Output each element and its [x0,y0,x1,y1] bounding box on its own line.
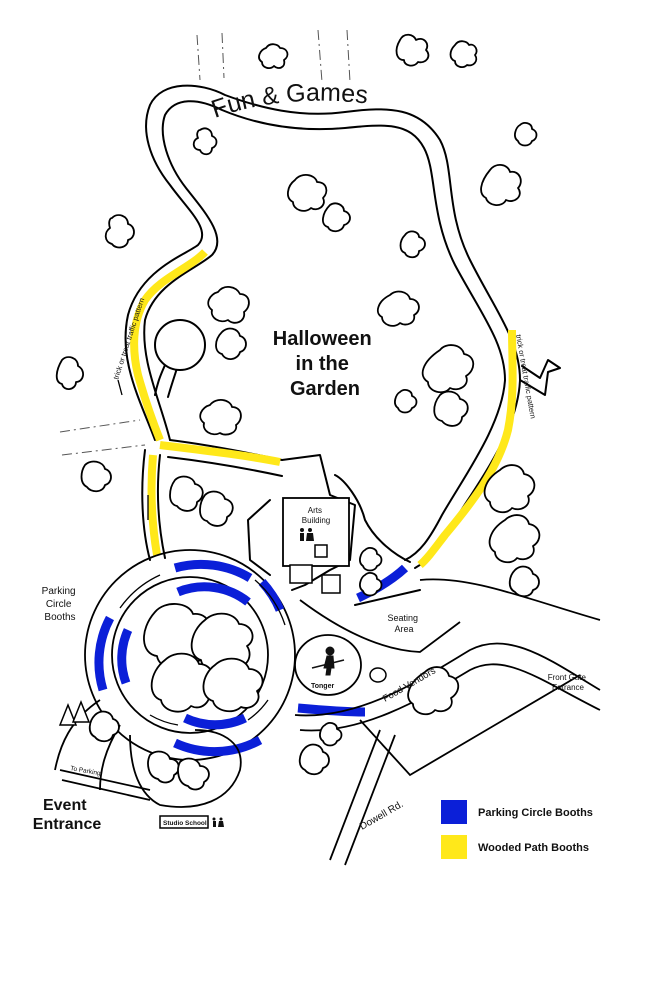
tree-icon [104,214,135,249]
tree-icon [319,722,343,747]
tree-icon [376,290,420,327]
wooded-booth [147,454,161,556]
tree-icon [508,565,540,598]
wooded-booth [130,249,208,442]
tree-icon [359,572,383,597]
circle-booth [173,736,263,757]
tree-icon [359,547,383,572]
tree-icon [483,464,536,514]
tree-icon [449,40,478,68]
tree-icon [88,710,120,743]
tree-icon [395,33,430,67]
legend-label-parking: Parking Circle Booths [478,807,593,819]
event-title: Halloween in the Garden [273,328,377,400]
tree-icon [287,174,328,212]
tree-icon [199,399,242,436]
tree-icon [192,127,218,156]
circle-booth [183,713,247,730]
dowell-rd-label: Dowell Rd. [358,799,405,833]
event-entrance-label: Event Entrance [33,797,102,833]
tree-icon [147,750,180,784]
circle-booth [356,564,409,603]
tree-icon [202,657,264,713]
wooded-path-booths [130,249,517,569]
wooded-booth [417,329,517,569]
tree-icon [322,202,351,233]
arts-building-label: Arts Building [302,506,330,525]
property-lines [59,29,351,456]
arts-building-area [247,454,421,606]
tree-icon [399,230,426,259]
studio-school-building [159,815,209,829]
legend-label-wooded: Wooded Path Booths [478,842,589,854]
tonger-label: Tonger [311,683,334,690]
tree-icon [207,286,250,324]
tree-icon [514,122,538,147]
circle-booth [258,578,285,612]
traffic-arrows [117,379,286,726]
restroom-icon [212,817,224,827]
tree-icon [421,344,475,394]
pond [154,319,206,371]
tree-icon [80,460,112,493]
front-gate-label: Front Gate Entrance [548,673,588,692]
tree-icon [199,490,234,527]
tree-icon [215,327,247,360]
tree-icon [258,43,289,69]
circle-booth [176,582,251,606]
tree-icon [407,666,460,716]
legend-swatch-wooded [441,835,467,859]
studio-school-label: Studio School [163,820,207,827]
tree-icon [488,514,541,564]
tree-icon [394,389,418,414]
legend: Parking Circle Booths Wooded Path Booths [441,800,593,859]
tree-icon [433,390,469,427]
tree-icon [190,612,254,673]
tree-icon [150,652,214,713]
circle-booth [94,615,115,692]
pine-tree-icon [58,699,91,726]
parking-circle-label: Parking Circle Booths [42,586,79,623]
circle-booth [297,703,366,717]
traffic-pattern-label-right: trick or treat traffic pattern [514,334,538,420]
tree-icon [298,743,330,776]
parking-circle-booths [94,559,409,757]
seating-area-label: Seating Area [387,613,420,634]
wooded-booth [159,441,281,466]
legend-swatch-parking [441,800,467,824]
tree-icon [169,475,204,512]
circle-booth [117,628,133,685]
tonger-statue-icon [311,646,345,676]
trees [55,33,541,791]
tree-icon [55,356,84,390]
tree-icon [480,164,522,206]
circle-booth [173,559,253,582]
tree-icon [177,757,210,791]
fun-games-label: Fun & Games [208,79,369,124]
restroom-icon [300,528,314,541]
roads [59,578,601,866]
